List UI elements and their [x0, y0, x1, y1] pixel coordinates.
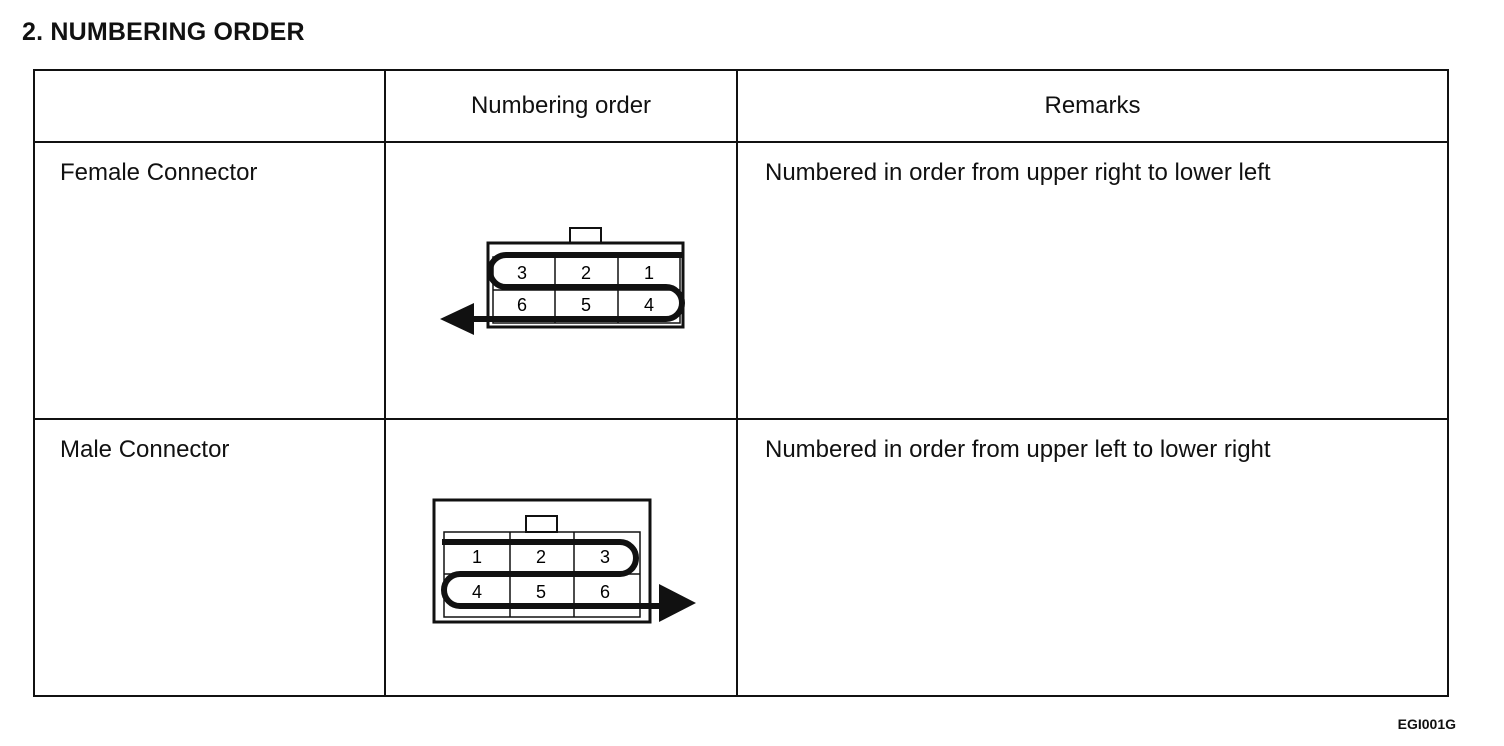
header-remarks: Remarks [736, 69, 1449, 143]
female-connector-diagram: 3 2 1 6 5 4 [440, 227, 685, 335]
female-connector-housing [486, 241, 685, 329]
female-terminal-number: 5 [581, 295, 591, 315]
male-remark-cell: Numbered in order from upper left to low… [736, 418, 1449, 697]
male-order-path [441, 539, 662, 609]
male-connector-diagram: 1 2 3 4 5 6 [432, 498, 696, 624]
male-terminal-number: 5 [536, 582, 546, 602]
female-lock-tab [569, 227, 602, 244]
table-row-female: Female Connector 3 2 1 6 5 4 [33, 141, 1449, 420]
female-terminal-number: 1 [644, 263, 654, 283]
female-label-cell: Female Connector [33, 141, 386, 420]
male-remark: Numbered in order from upper left to low… [765, 436, 1271, 463]
male-terminal-number: 4 [472, 582, 482, 602]
female-diagram-cell: 3 2 1 6 5 4 [384, 141, 738, 420]
female-terminal-number: 4 [644, 295, 654, 315]
male-terminal-number: 6 [600, 582, 610, 602]
male-terminal-number: 3 [600, 547, 610, 567]
female-terminal-number: 3 [517, 263, 527, 283]
female-order-arrowhead-icon [440, 303, 474, 335]
male-terminal-number: 2 [536, 547, 546, 567]
male-order-arrowhead-icon [659, 584, 696, 622]
header-numbering-order: Numbering order [384, 69, 738, 143]
female-connector-label: Female Connector [60, 159, 258, 186]
table-header-row: Numbering order Remarks [33, 69, 1449, 143]
female-terminal-number: 2 [581, 263, 591, 283]
female-order-path [471, 252, 685, 322]
figure-code: EGI001G [1397, 716, 1456, 732]
male-label-cell: Male Connector [33, 418, 386, 697]
female-remark-cell: Numbered in order from upper right to lo… [736, 141, 1449, 420]
male-lock-tab [525, 515, 558, 533]
numbering-order-table: Numbering order Remarks Female Connector… [33, 69, 1449, 697]
section-heading: 2. NUMBERING ORDER [22, 18, 305, 46]
male-terminal-number: 1 [472, 547, 482, 567]
header-blank [33, 69, 386, 143]
male-connector-housing [432, 498, 652, 624]
male-diagram-cell: 1 2 3 4 5 6 [384, 418, 738, 697]
table-row-male: Male Connector 1 2 3 4 5 6 [33, 418, 1449, 697]
female-terminal-number: 6 [517, 295, 527, 315]
male-connector-label: Male Connector [60, 436, 230, 463]
female-remark: Numbered in order from upper right to lo… [765, 159, 1271, 186]
